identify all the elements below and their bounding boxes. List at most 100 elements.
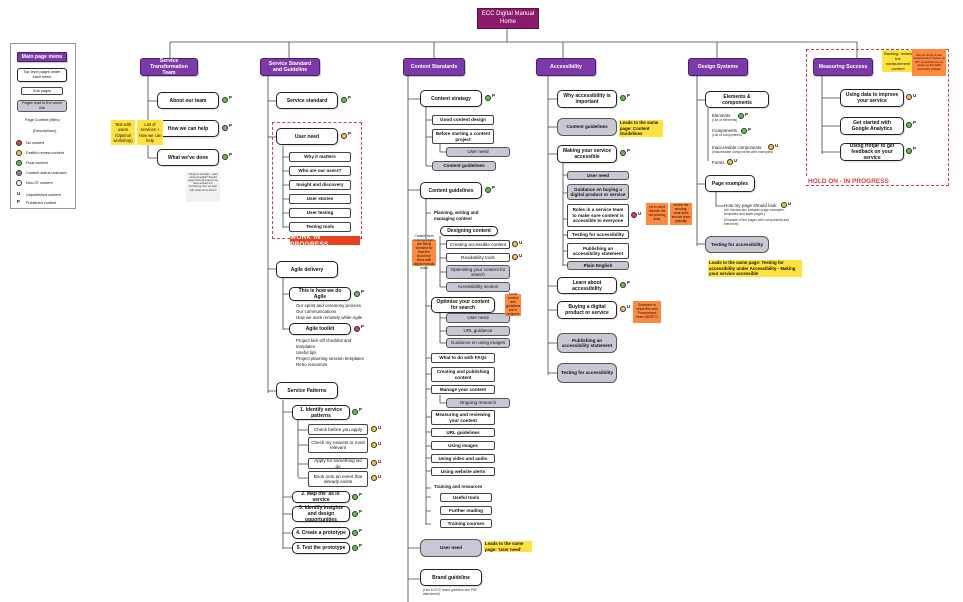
link-guidance-buying[interactable]: Guidance on buying a digital product or …	[567, 184, 629, 200]
published-marker: P	[627, 93, 630, 98]
sub-user-stories[interactable]: User stories	[289, 194, 351, 204]
sub-who-are-our-users[interactable]: Who are our users?	[289, 166, 351, 176]
sub-book-event[interactable]: Book onto an event that already exists	[308, 471, 368, 487]
sticky-note: Test with users (Optimal workshop)	[111, 120, 135, 145]
link-user-need[interactable]: User need	[446, 147, 510, 157]
menu-design-systems[interactable]: Design Systems	[688, 58, 748, 76]
page-page-examples[interactable]: Page examples	[705, 175, 755, 192]
link-plain-english[interactable]: Plain English	[567, 261, 629, 270]
page-agile-delivery[interactable]: Agile delivery	[276, 261, 338, 278]
page-test-prototype[interactable]: 5. Test the prototype	[292, 542, 350, 554]
status-dot	[620, 150, 626, 156]
sub-creating-publishing[interactable]: Creating and publishing content	[431, 367, 495, 382]
sub-url-guidelines[interactable]: URL guidelines	[431, 428, 495, 437]
page-how-we-can-help[interactable]: How we can help	[157, 120, 219, 137]
link-ongoing-research[interactable]: Ongoing research	[446, 398, 510, 408]
published-marker: P	[492, 93, 495, 98]
unpublished-marker: U	[378, 459, 382, 464]
sub-readability[interactable]: Readability tools	[446, 253, 510, 262]
sub-video-audio[interactable]: Using video and audio	[431, 454, 495, 463]
page-using-hotjar[interactable]: Using Hotjar to get feedback on your ser…	[840, 143, 904, 161]
link-optimising-search[interactable]: Optimising your content for search	[446, 265, 510, 279]
status-dot	[371, 442, 377, 448]
sub-further-reading[interactable]: Further reading	[440, 506, 492, 515]
link-testing-accessibility[interactable]: Testing for accessibility	[557, 363, 617, 383]
menu-accessibility[interactable]: Accessibility	[536, 58, 596, 76]
page-google-analytics[interactable]: Get started with Google Analytics	[840, 117, 904, 135]
sub-manage-content[interactable]: Manage your content	[431, 385, 495, 394]
list-item: templates	[296, 343, 316, 349]
page-brand-guideline[interactable]: Brand guideline	[420, 569, 482, 586]
legend-status-label: Draft/to review content	[26, 151, 64, 155]
page-identify-patterns[interactable]: 1. Identify service patterns	[292, 405, 350, 420]
sub-check-nearest[interactable]: Check my nearest or most relevant	[308, 437, 368, 453]
note-leads-content-guidelines: Leads to the same page: Content Guidelin…	[619, 120, 663, 138]
link-user-need-page[interactable]: User need	[420, 539, 482, 557]
link-accessibility-section[interactable]: Accessibility section	[446, 282, 510, 292]
menu-content-standards[interactable]: Content Standards	[403, 58, 465, 76]
page-what-weve-done[interactable]: What we've done	[157, 149, 219, 166]
sub-publishing-statement[interactable]: Publishing an accessibility statement	[567, 243, 629, 259]
link-content-guidelines-2[interactable]: Content guidelines	[557, 118, 617, 136]
page-about-our-team[interactable]: About our team	[157, 92, 219, 109]
sub-check-before[interactable]: Check before you apply	[308, 424, 368, 435]
sub-why-it-matters[interactable]: Why it matters	[289, 152, 351, 162]
menu-measuring-success[interactable]: Measuring Success	[813, 58, 873, 76]
sub-testing-accessibility[interactable]: Testing for accessibility	[567, 230, 629, 239]
page-user-need[interactable]: User need	[276, 128, 338, 145]
page-how-we-do-agile[interactable]: This is how we do Agile	[289, 287, 351, 301]
sub-website-alerts[interactable]: Using website alerts	[431, 467, 495, 476]
sub-measuring[interactable]: Measuring and reviewing your content	[431, 410, 495, 425]
page-map-as-is[interactable]: 2. Map the 'as is' service	[292, 491, 350, 503]
list-item: Our communications	[296, 308, 337, 314]
link-guidance-images[interactable]: Guidance on using images	[446, 338, 510, 348]
link-user-need-2[interactable]: User need	[446, 313, 510, 323]
sub-apply-for[interactable]: Apply for something we do	[308, 458, 368, 469]
brand-desc: (Link to ECC brand guideline and PDF att…	[423, 588, 478, 596]
published-marker: P	[229, 123, 232, 128]
root-node[interactable]: ECC Digital Manual Home	[477, 8, 539, 29]
legend-same-link: Pages lead to the same link	[17, 100, 67, 112]
sub-before-starting[interactable]: Before starting a content project	[432, 129, 494, 144]
link-user-need-3[interactable]: User need	[567, 171, 629, 180]
page-making-accessible[interactable]: Making your service accessible	[557, 145, 617, 163]
menu-service-standard[interactable]: Service Standard and Guideline	[260, 58, 320, 76]
page-agile-toolkit[interactable]: Agile toolkit	[289, 323, 351, 335]
sub-using-images[interactable]: Using images	[431, 441, 495, 450]
page-service-standard[interactable]: Service standard	[276, 92, 338, 109]
page-content-strategy[interactable]: Content strategy	[420, 90, 482, 107]
unpublished-marker: U	[788, 201, 792, 206]
page-why-accessibility[interactable]: Why accessibility is important	[557, 90, 617, 108]
sub-good-content-design[interactable]: Good content design	[432, 115, 494, 125]
page-optimise-search[interactable]: Optimise your content for search	[431, 297, 495, 313]
link-testing-accessibility-2[interactable]: Testing for accessibility	[705, 236, 769, 253]
orange-note: review the wording; what does service te…	[670, 203, 692, 225]
link-content-guidelines[interactable]: Content guidelines	[432, 161, 496, 171]
published-marker: P	[627, 148, 630, 153]
published-marker: P	[913, 146, 916, 151]
sub-useful-tools[interactable]: Useful tools	[440, 493, 492, 502]
page-elements-components[interactable]: Elements & components	[705, 91, 769, 108]
link-url-guidance[interactable]: URL guidance	[446, 326, 510, 336]
link-publishing-statement[interactable]: Publishing an accessibility statement	[557, 333, 617, 353]
page-identify-insights[interactable]: 3. Identify insights and design opportun…	[292, 505, 350, 523]
page-using-data[interactable]: Using data to improve your service	[840, 89, 904, 107]
page-learn-accessibility[interactable]: Learn about accessibility	[557, 277, 617, 294]
sub-insight-discovery[interactable]: Insight and discovery	[289, 180, 351, 190]
sub-roles-service-team[interactable]: Roles in a service team to make sure con…	[567, 204, 629, 227]
page-service-patterns[interactable]: Service Patterns	[276, 382, 338, 399]
sub-training-courses[interactable]: Training courses	[440, 519, 492, 528]
list-item: How we work remotely while Agile	[296, 314, 363, 320]
published-marker: P	[359, 492, 362, 497]
menu-service-transformation[interactable]: Service Transformation Team	[140, 58, 198, 76]
page-create-prototype[interactable]: 4. Create a prototype	[292, 527, 350, 539]
sub-designing-content[interactable]: Designing content	[440, 226, 498, 236]
item-components: Components	[712, 128, 737, 133]
sub-faqs[interactable]: What to do with FAQs	[431, 353, 495, 363]
sub-testing-tools[interactable]: Testing tools	[289, 222, 351, 232]
unpublished-marker: U	[378, 474, 382, 479]
sub-creating-accessible[interactable]: Creating accessible content	[446, 240, 510, 249]
page-buying-digital[interactable]: Buying a digital product or service	[557, 301, 617, 319]
page-content-guidelines[interactable]: Content guidelines	[420, 182, 482, 199]
sub-user-testing[interactable]: User testing	[289, 208, 351, 218]
